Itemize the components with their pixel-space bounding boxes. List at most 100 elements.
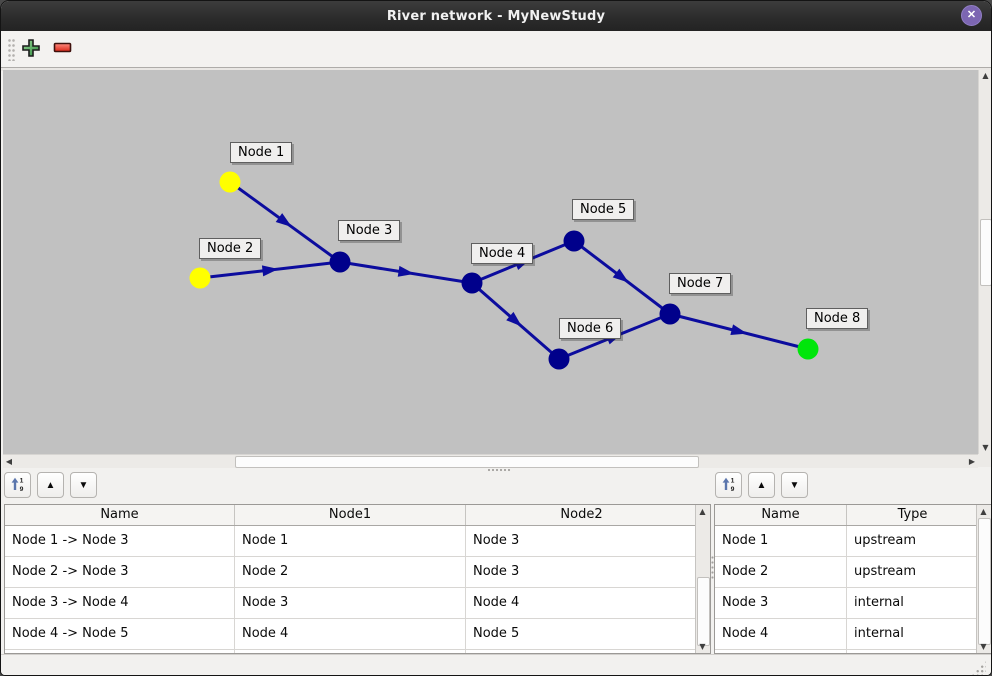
horizontal-scroll-thumb[interactable] <box>235 456 699 468</box>
edge-arrow-icon <box>261 265 279 277</box>
node-move-up-button[interactable]: ▲ <box>748 472 775 498</box>
svg-text:9: 9 <box>19 486 23 492</box>
graph-node[interactable] <box>563 230 585 252</box>
graph-node[interactable] <box>659 303 681 325</box>
graph-node[interactable] <box>329 251 351 273</box>
remove-button[interactable] <box>50 36 76 62</box>
scroll-down-icon[interactable]: ▼ <box>980 642 987 651</box>
reach-cell[interactable] <box>5 650 235 653</box>
reach-cell[interactable]: Node 4 <box>235 619 466 649</box>
reach-cell[interactable]: Node 3 <box>466 526 698 556</box>
titlebar[interactable]: River network - MyNewStudy ✕ <box>1 1 991 31</box>
scroll-left-icon[interactable]: ◀ <box>5 457 13 466</box>
node-label[interactable]: Node 6 <box>559 318 622 339</box>
node-label[interactable]: Node 2 <box>199 238 262 259</box>
node-label[interactable]: Node 5 <box>572 199 635 220</box>
node-label[interactable]: Node 7 <box>669 273 732 294</box>
scroll-down-icon[interactable]: ▼ <box>982 443 989 452</box>
edge-arrow-icon <box>275 213 292 227</box>
table-splitter[interactable] <box>711 504 714 654</box>
toolbar-drag-handle[interactable] <box>8 39 16 61</box>
reach-cell[interactable]: Node 3 <box>235 588 466 618</box>
reach-cell[interactable]: Node 5 <box>466 619 698 649</box>
node-table-scroll-thumb[interactable] <box>978 518 991 645</box>
reach-cell[interactable]: Node 4 <box>466 588 698 618</box>
resize-grip-icon[interactable] <box>972 661 986 675</box>
node-move-down-button[interactable]: ▼ <box>781 472 808 498</box>
node-cell[interactable]: upstream <box>847 557 979 587</box>
reach-cell[interactable]: Node 1 -> Node 3 <box>5 526 235 556</box>
scroll-up-icon[interactable]: ▲ <box>980 507 987 516</box>
scroll-up-icon[interactable]: ▲ <box>982 71 989 80</box>
edge-arrow-icon <box>506 311 522 327</box>
reach-cell[interactable]: Node 4 -> Node 5 <box>5 619 235 649</box>
graph-node[interactable] <box>548 348 570 370</box>
reach-cell[interactable]: Node 3 <box>466 557 698 587</box>
status-bar <box>1 654 991 675</box>
reach-cell[interactable]: Node 1 <box>235 526 466 556</box>
river-network-canvas[interactable]: Node 1 Node 2 Node 3 Node 4 Node 5 Node 6 Node… <box>3 70 978 454</box>
reach-move-down-button[interactable]: ▼ <box>70 472 97 498</box>
node-label[interactable]: Node 4 <box>471 243 534 264</box>
reach-cell[interactable]: Node 3 -> Node 4 <box>5 588 235 618</box>
scroll-down-icon[interactable]: ▼ <box>699 642 706 651</box>
node-cell[interactable]: internal <box>847 588 979 618</box>
node-column-header[interactable]: Type <box>847 505 979 525</box>
reach-cell[interactable] <box>235 650 466 653</box>
reach-cell[interactable]: Node 2 <box>235 557 466 587</box>
pane-splitter[interactable] <box>1 467 991 473</box>
node-cell[interactable]: internal <box>847 619 979 649</box>
scroll-right-icon[interactable]: ▶ <box>968 457 976 466</box>
graph-node[interactable] <box>189 267 211 289</box>
down-triangle-icon: ▼ <box>78 479 89 491</box>
canvas-vertical-scrollbar[interactable]: ▲ ▼ <box>978 70 991 454</box>
scroll-up-icon[interactable]: ▲ <box>699 507 706 516</box>
reach-cell[interactable]: Node 2 -> Node 3 <box>5 557 235 587</box>
edge-arrow-icon <box>730 324 748 335</box>
reach-column-header[interactable]: Name <box>5 505 235 525</box>
node-sort-button[interactable]: 1 9 <box>715 472 742 498</box>
node-label[interactable]: Node 1 <box>230 142 293 163</box>
reach-column-header[interactable]: Node1 <box>235 505 466 525</box>
graph-node[interactable] <box>461 272 483 294</box>
edge-arrow-icon <box>612 268 629 283</box>
node-cell[interactable] <box>715 650 847 653</box>
vertical-scroll-thumb[interactable] <box>980 219 991 286</box>
graph-node[interactable] <box>797 338 819 360</box>
node-cell[interactable]: Node 3 <box>715 588 847 618</box>
green-plus-icon <box>21 38 41 61</box>
node-table-scrollbar[interactable]: ▲ ▼ <box>976 505 991 653</box>
up-triangle-icon: ▲ <box>45 479 56 491</box>
node-cell[interactable]: Node 4 <box>715 619 847 649</box>
close-icon: ✕ <box>966 9 977 21</box>
node-label[interactable]: Node 8 <box>806 308 869 329</box>
main-toolbar <box>1 31 991 69</box>
node-column-header[interactable]: Name <box>715 505 847 525</box>
reach-table-scroll-thumb[interactable] <box>697 577 710 646</box>
red-minus-icon <box>53 42 73 57</box>
reach-column-header[interactable]: Node2 <box>466 505 698 525</box>
window-title: River network - MyNewStudy <box>386 8 606 24</box>
node-cell[interactable]: Node 2 <box>715 557 847 587</box>
reach-move-up-button[interactable]: ▲ <box>37 472 64 498</box>
reach-table-scrollbar[interactable]: ▲ ▼ <box>695 505 710 653</box>
graph-node[interactable] <box>219 171 241 193</box>
node-cell[interactable]: upstream <box>847 526 979 556</box>
node-cell[interactable]: Node 1 <box>715 526 847 556</box>
add-button[interactable] <box>18 36 44 62</box>
close-button[interactable]: ✕ <box>961 5 982 26</box>
reach-sort-button[interactable]: 1 9 <box>4 472 31 498</box>
canvas-horizontal-scrollbar[interactable]: ◀ ▶ <box>3 454 978 468</box>
node-label[interactable]: Node 3 <box>338 220 401 241</box>
